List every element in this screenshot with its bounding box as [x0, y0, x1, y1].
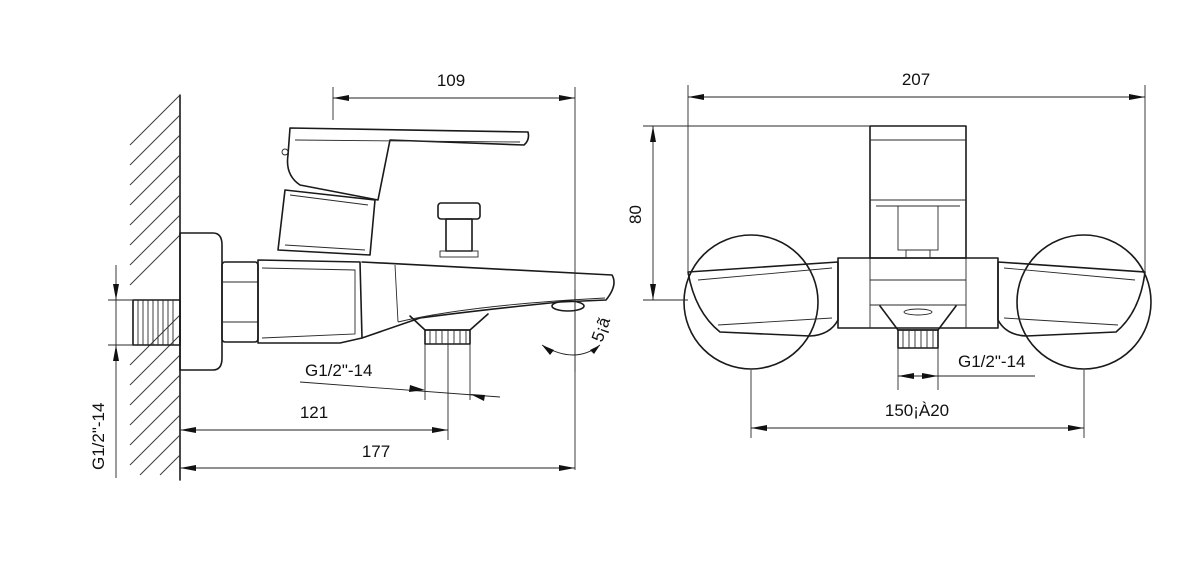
front-view: 207 80 G1/2"-14 150¡À20 [626, 70, 1152, 438]
dim-109 [332, 87, 576, 470]
outlet-thread [409, 313, 489, 440]
dim-150-label: 150¡À20 [885, 401, 949, 420]
dim-outlet-front [898, 373, 1035, 379]
dim-207-label: 207 [902, 70, 930, 89]
diverter-knob [437, 202, 481, 258]
dim-109-label: 109 [437, 71, 465, 90]
wall [129, 94, 181, 481]
front-thread-label: G1/2"-14 [958, 352, 1025, 371]
dim-150 [750, 370, 1085, 438]
dim-121-label: 121 [300, 403, 328, 422]
right-escutcheon [1016, 234, 1152, 370]
mixer-body [257, 259, 615, 344]
escutcheon [179, 232, 259, 371]
dim-177 [180, 465, 575, 471]
front-handle [869, 125, 967, 259]
wall-inlet-thread [132, 299, 181, 346]
dim-121 [180, 427, 448, 433]
angle-5 [541, 344, 601, 356]
dim-177-label: 177 [362, 442, 390, 461]
front-outlet [879, 305, 957, 390]
dim-80-label: 80 [626, 205, 645, 224]
dim-outlet-side [299, 381, 501, 401]
left-wing [687, 261, 839, 337]
outlet-thread-label: G1/2"-14 [305, 361, 372, 380]
mixer-handle [277, 127, 530, 256]
left-escutcheon [683, 234, 819, 370]
right-wing [997, 261, 1146, 337]
dim-80 [643, 125, 870, 301]
wall-thread-label: G1/2"-14 [89, 403, 108, 470]
angle-label: 5¡ã [588, 314, 614, 344]
dim-wall-thread [108, 265, 133, 478]
front-body [837, 257, 999, 329]
dim-207 [687, 85, 1146, 275]
side-view: 109 5¡ã G1/2"-14 121 177 [89, 71, 615, 481]
